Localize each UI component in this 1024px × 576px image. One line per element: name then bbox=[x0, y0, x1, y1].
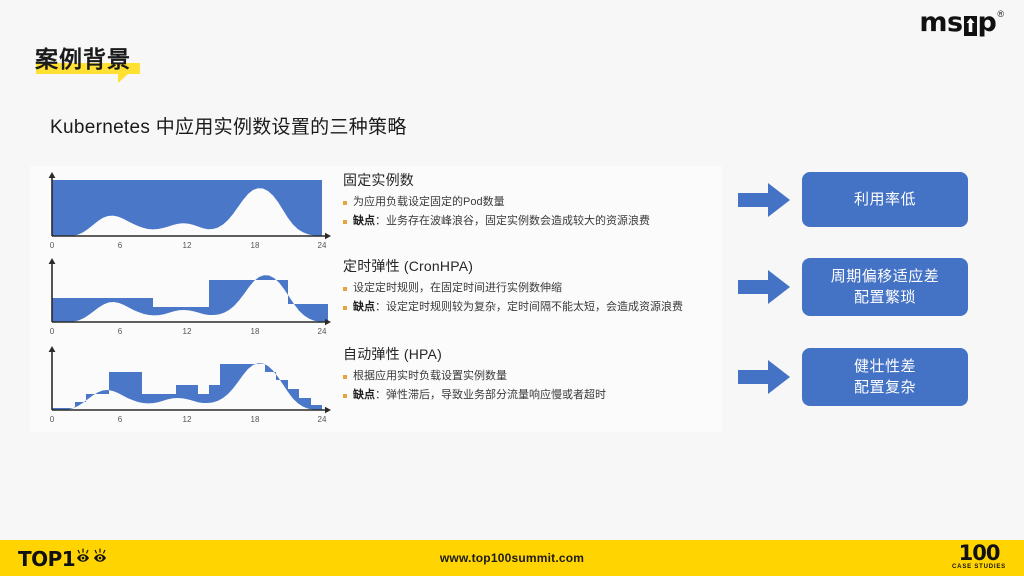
strategy-text-fixed: 固定实例数 为应用负载设定固定的Pod数量 缺点：业务存在波峰浪谷，固定实例数会… bbox=[335, 168, 722, 252]
bullet-label: 缺点 bbox=[353, 301, 375, 313]
strategy-bullet: 缺点：业务存在波峰浪谷，固定实例数会造成较大的资源浪费 bbox=[343, 215, 722, 228]
strategy-text-hpa: 自动弹性 (HPA) 根据应用实时负载设置实例数量 缺点：弹性滞后，导致业务部分… bbox=[335, 342, 722, 426]
outcome-box[interactable]: 健壮性差 配置复杂 bbox=[802, 348, 968, 406]
outcome-line: 周期偏移适应差 bbox=[830, 268, 940, 285]
svg-text:24: 24 bbox=[318, 415, 327, 424]
svg-text:12: 12 bbox=[183, 241, 192, 250]
strategy-bullet: 为应用负载设定固定的Pod数量 bbox=[343, 196, 722, 209]
bullet-text: ：设定定时规则较为复杂，定时间隔不能太短，会造成资源浪费 bbox=[375, 301, 683, 313]
chart-cron-hpa: 0 6 12 18 24 bbox=[30, 254, 335, 338]
page-subtitle: Kubernetes 中应用实例数设置的三种策略 bbox=[50, 117, 407, 138]
bullet-square-icon bbox=[343, 306, 347, 310]
strategy-bullet: 设定定时规则，在固定时间进行实例数伸缩 bbox=[343, 282, 722, 295]
bullet-text: ：弹性滞后，导致业务部分流量响应慢或者超时 bbox=[375, 389, 606, 401]
svg-text:6: 6 bbox=[118, 415, 123, 424]
bullet-square-icon bbox=[343, 220, 347, 224]
case-studies-logo: 100 CASE STUDIES bbox=[952, 543, 1006, 571]
msup-logo: ms p ® bbox=[919, 8, 1004, 38]
strategy-row: 0 6 12 18 24 固定实例数 为应用负载设定固定的Pod数量 缺点：业务… bbox=[30, 168, 722, 252]
strategy-bullet: 缺点：弹性滞后，导致业务部分流量响应慢或者超时 bbox=[343, 389, 722, 402]
chart-hpa: 0 6 12 18 24 bbox=[30, 342, 335, 426]
two-eyes-icon bbox=[75, 546, 109, 571]
case-studies-caption: CASE STUDIES bbox=[952, 564, 1006, 570]
svg-text:0: 0 bbox=[50, 241, 55, 250]
bullet-text: 为应用负载设定固定的Pod数量 bbox=[353, 196, 505, 208]
right-block-arrow-icon bbox=[738, 180, 790, 220]
strategy-bullet: 缺点：设定定时规则较为复杂，定时间隔不能太短，会造成资源浪费 bbox=[343, 301, 722, 314]
outcome-box[interactable]: 周期偏移适应差 配置繁琐 bbox=[802, 258, 968, 316]
outcome-line: 利用率低 bbox=[853, 191, 916, 208]
svg-text:18: 18 bbox=[251, 327, 260, 336]
bullet-text: ：业务存在波峰浪谷，固定实例数会造成较大的资源浪费 bbox=[375, 215, 650, 227]
outcome-group-utilization: 利用率低 bbox=[738, 172, 968, 227]
case-studies-number: 100 bbox=[958, 541, 1001, 565]
strategy-text-cron: 定时弹性 (CronHPA) 设定定时规则，在固定时间进行实例数伸缩 缺点：设定… bbox=[335, 254, 722, 338]
strategy-panel: 0 6 12 18 24 固定实例数 为应用负载设定固定的Pod数量 缺点：业务… bbox=[30, 166, 722, 432]
svg-text:12: 12 bbox=[183, 415, 192, 424]
msup-logo-text-right: p bbox=[977, 7, 997, 38]
strategy-title: 定时弹性 (CronHPA) bbox=[343, 258, 474, 274]
bullet-label: 缺点 bbox=[353, 215, 375, 227]
outcome-group-cycle-drift: 周期偏移适应差 配置繁琐 bbox=[738, 258, 968, 316]
svg-text:24: 24 bbox=[318, 241, 327, 250]
top1-logo-text: TOP1 bbox=[18, 546, 76, 571]
bullet-text: 根据应用实时负载设置实例数量 bbox=[353, 370, 507, 382]
bullet-text: 设定定时规则，在固定时间进行实例数伸缩 bbox=[353, 282, 562, 294]
strategy-row: 0 6 12 18 24 自动弹性 (HPA) 根据应用实时负载设置实例数量 缺… bbox=[30, 342, 722, 426]
svg-text:0: 0 bbox=[50, 415, 55, 424]
heading-highlight-bar bbox=[36, 63, 140, 74]
up-arrow-icon bbox=[963, 8, 978, 38]
bullet-square-icon bbox=[343, 394, 347, 398]
footer-bar: TOP1 www.top100summi bbox=[0, 540, 1024, 576]
top1-logo: TOP1 bbox=[18, 546, 109, 571]
svg-text:24: 24 bbox=[318, 327, 327, 336]
chart-fixed-replicas: 0 6 12 18 24 bbox=[30, 168, 335, 252]
right-block-arrow-icon bbox=[738, 267, 790, 307]
heading-highlight-tail bbox=[118, 74, 128, 83]
strategy-row: 0 6 12 18 24 定时弹性 (CronHPA) 设定定时规则，在固定时间… bbox=[30, 254, 722, 338]
svg-text:18: 18 bbox=[251, 241, 260, 250]
page-title: 案例背景 bbox=[35, 47, 131, 73]
outcome-line: 配置复杂 bbox=[853, 379, 916, 396]
strategy-bullet: 根据应用实时负载设置实例数量 bbox=[343, 370, 722, 383]
svg-text:6: 6 bbox=[118, 241, 123, 250]
outcome-group-robustness: 健壮性差 配置复杂 bbox=[738, 348, 968, 406]
svg-text:18: 18 bbox=[251, 415, 260, 424]
right-block-arrow-icon bbox=[738, 357, 790, 397]
footer-url[interactable]: www.top100summit.com bbox=[439, 551, 585, 565]
outcome-line: 配置繁琐 bbox=[853, 289, 916, 306]
bullet-label: 缺点 bbox=[353, 389, 375, 401]
bullet-square-icon bbox=[343, 375, 347, 379]
outcome-box[interactable]: 利用率低 bbox=[802, 172, 968, 227]
svg-text:0: 0 bbox=[50, 327, 55, 336]
bullet-square-icon bbox=[343, 201, 347, 205]
outcome-line: 健壮性差 bbox=[853, 358, 916, 375]
msup-logo-text-left: ms bbox=[919, 7, 963, 38]
bullet-square-icon bbox=[343, 287, 347, 291]
registered-mark: ® bbox=[997, 9, 1004, 19]
svg-text:12: 12 bbox=[183, 327, 192, 336]
svg-text:6: 6 bbox=[118, 327, 123, 336]
strategy-title: 自动弹性 (HPA) bbox=[343, 346, 442, 362]
strategy-title: 固定实例数 bbox=[343, 172, 414, 188]
